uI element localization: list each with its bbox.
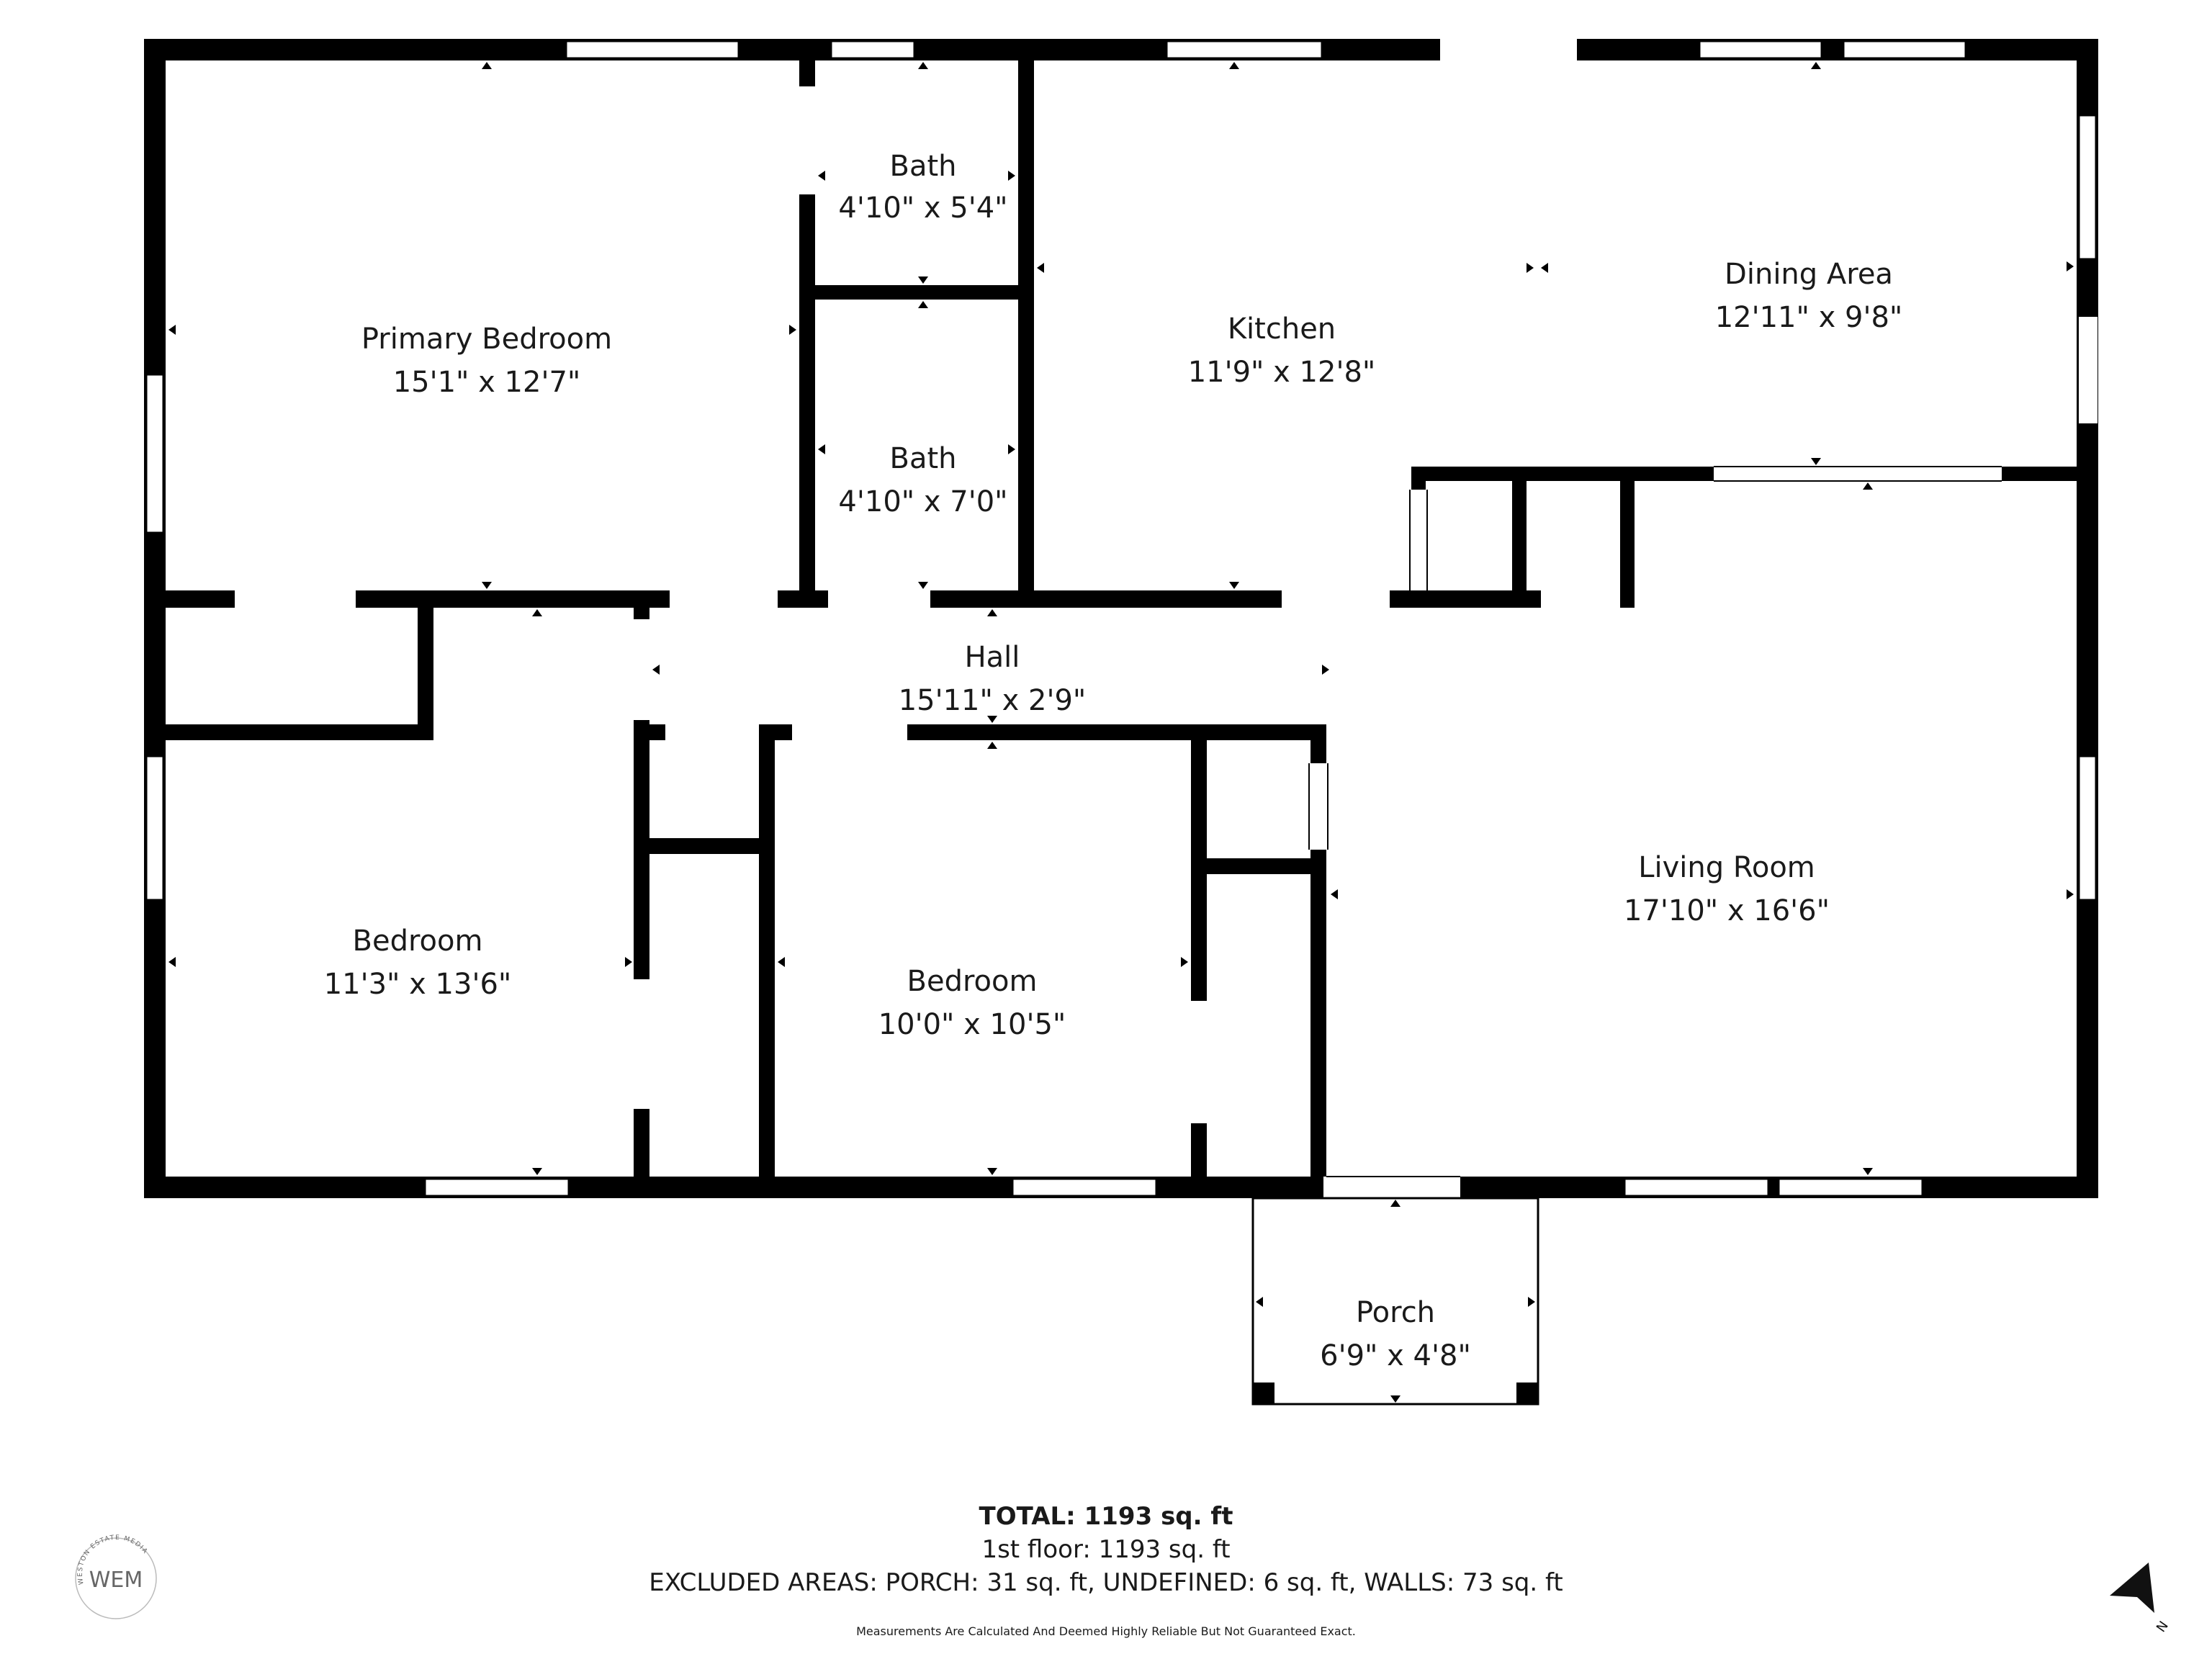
room-dimensions: 12'11" x 9'8" [1715, 301, 1903, 334]
room-name: Bedroom [907, 965, 1038, 998]
first-floor-area: 1st floor: 1193 sq. ft [981, 1535, 1231, 1564]
room-dimensions: 6'9" x 4'8" [1320, 1339, 1471, 1372]
room-dimensions: 4'10" x 7'0" [838, 485, 1007, 518]
room-name: Living Room [1638, 851, 1815, 884]
dimension-markers [168, 62, 2074, 1403]
excluded-areas: EXCLUDED AREAS: PORCH: 31 sq. ft, UNDEFI… [649, 1568, 1563, 1597]
total-area: TOTAL: 1193 sq. ft [979, 1502, 1233, 1531]
room-porch: Porch 6'9" x 4'8" [1320, 1296, 1471, 1372]
room-bedroom-middle: Bedroom 10'0" x 10'5" [878, 965, 1066, 1041]
room-dimensions: 15'11" x 2'9" [899, 684, 1087, 717]
disclaimer: Measurements Are Calculated And Deemed H… [856, 1624, 1356, 1638]
room-name: Kitchen [1228, 313, 1336, 346]
room-dimensions: 11'3" x 13'6" [324, 968, 512, 1001]
room-bath-lower: Bath 4'10" x 7'0" [838, 442, 1007, 518]
room-dimensions: 11'9" x 12'8" [1188, 356, 1376, 389]
room-living-room: Living Room 17'10" x 16'6" [1624, 851, 1830, 927]
porch-outline [1251, 1197, 1539, 1406]
room-dimensions: 10'0" x 10'5" [878, 1008, 1066, 1041]
walls [144, 39, 2098, 1198]
room-hall: Hall 15'11" x 2'9" [899, 641, 1087, 717]
north-arrow-icon: N [2110, 1563, 2172, 1635]
company-logo: WESTON ESTATE MEDIA WEM [75, 1534, 157, 1619]
room-name: Primary Bedroom [361, 323, 612, 356]
room-name: Hall [965, 641, 1020, 674]
room-name: Dining Area [1725, 258, 1893, 291]
windows [145, 40, 2098, 1197]
room-name: Bedroom [353, 925, 483, 958]
logo-initials: WEM [89, 1568, 143, 1593]
room-dimensions: 17'10" x 16'6" [1624, 894, 1830, 927]
room-bedroom-left: Bedroom 11'3" x 13'6" [324, 925, 512, 1001]
room-name: Bath [890, 150, 957, 183]
room-bath-upper: Bath 4'10" x 5'4" [838, 150, 1007, 225]
room-dimensions: 15'1" x 12'7" [393, 366, 581, 399]
door-openings [235, 37, 2098, 1200]
room-name: Bath [890, 442, 957, 475]
room-dining-area: Dining Area 12'11" x 9'8" [1715, 258, 1903, 334]
room-kitchen: Kitchen 11'9" x 12'8" [1188, 313, 1376, 389]
room-primary-bedroom: Primary Bedroom 15'1" x 12'7" [361, 323, 612, 399]
room-name: Porch [1356, 1296, 1435, 1329]
room-dimensions: 4'10" x 5'4" [838, 192, 1007, 225]
